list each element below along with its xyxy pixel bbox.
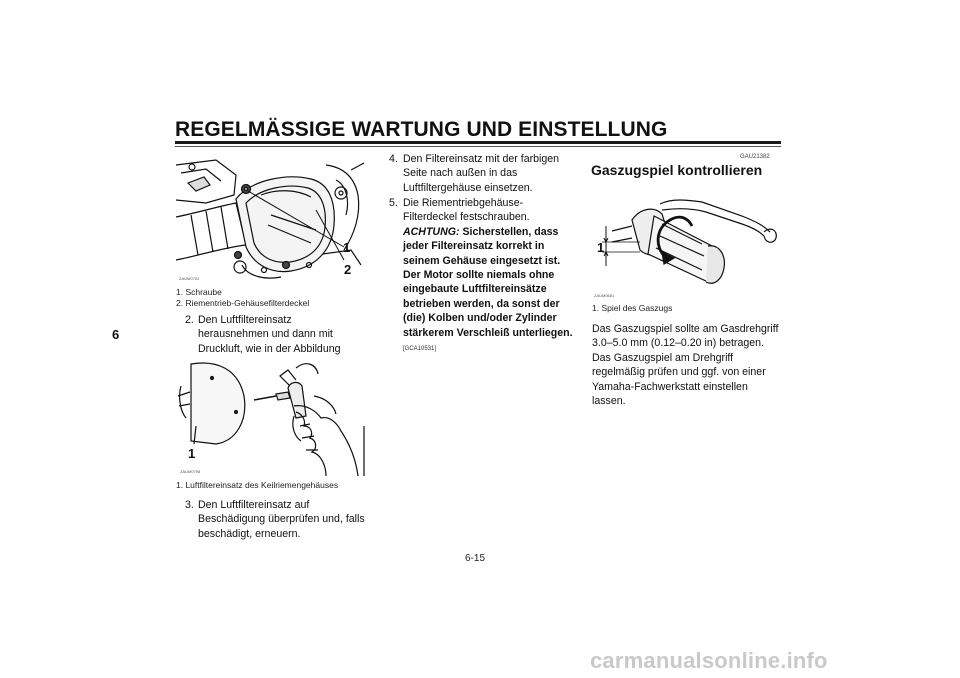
chapter-tab: 6 xyxy=(112,327,120,342)
figure-code: ZAUM0798 xyxy=(180,469,201,474)
caption-line: 1. Spiel des Gaszugs xyxy=(592,303,673,313)
section-body: Das Gaszugspiel sollte am Gasdrehgriff 3… xyxy=(592,323,779,408)
step-number: 4. xyxy=(389,153,398,165)
step-4: 4. Den Filtereinsatz mit der farbigen Se… xyxy=(389,152,577,195)
step-3: 3. Den Luftfiltereinsatz auf Beschädigun… xyxy=(185,498,367,541)
step-text: Den Filtereinsatz mit der farbigen Seite… xyxy=(403,153,560,194)
title-rule xyxy=(175,141,781,144)
caution-text: Sicherstellen, dass jeder Filtereinsatz … xyxy=(403,225,573,339)
figure-filter-cover: 1 2 ZAUM0702 xyxy=(176,155,366,283)
title-rule-thin xyxy=(175,146,781,147)
figure-caption-1: 1. Schraube 2. Riementrieb-Gehäusefilter… xyxy=(176,287,309,309)
figure-throttle-grip: 1 ZAUM0681 xyxy=(592,186,782,300)
step-5: 5. Die Riementriebgehäuse-Filterdeckel f… xyxy=(389,196,577,356)
watermark: carmanualsonline.info xyxy=(590,648,828,673)
page-number: 6-15 xyxy=(465,553,486,564)
step-text: Den Luftfiltereinsatz auf Beschädigung ü… xyxy=(198,499,365,540)
page-title: REGELMÄSSIGE WARTUNG UND EINSTELLUNG xyxy=(175,118,668,141)
section-code: GAU21382 xyxy=(740,154,770,160)
callout-2: 2 xyxy=(344,262,351,277)
caption-line: 1. Schraube xyxy=(176,287,222,297)
step-text: Die Riementriebgehäuse-Filterdeckel fest… xyxy=(403,197,530,224)
figure-code: ZAUM0681 xyxy=(594,293,615,298)
caution-reference: [GCA10531] xyxy=(403,346,437,353)
section-title: Gaszugspiel kontrollieren xyxy=(591,162,763,178)
figure-air-blow: 1 ZAUM0798 xyxy=(176,356,366,476)
figure-code: ZAUM0702 xyxy=(179,276,200,281)
callout-1: 1 xyxy=(188,446,195,461)
step-number: 2. xyxy=(185,314,194,326)
caution-label: ACHTUNG: xyxy=(403,225,460,238)
step-number: 5. xyxy=(389,197,398,209)
callout-1: 1 xyxy=(343,240,350,255)
callout-1: 1 xyxy=(597,240,604,255)
figure-caption-2: 1. Luftfiltereinsatz des Keilriemengehäu… xyxy=(176,480,338,491)
step-number: 3. xyxy=(185,499,194,511)
caption-line: 2. Riementrieb-Gehäusefilterdeckel xyxy=(176,298,310,308)
figure-caption-3: 1. Spiel des Gaszugs xyxy=(592,303,672,314)
caption-line: 1. Luftfiltereinsatz des Keilriemengehäu… xyxy=(176,480,339,490)
